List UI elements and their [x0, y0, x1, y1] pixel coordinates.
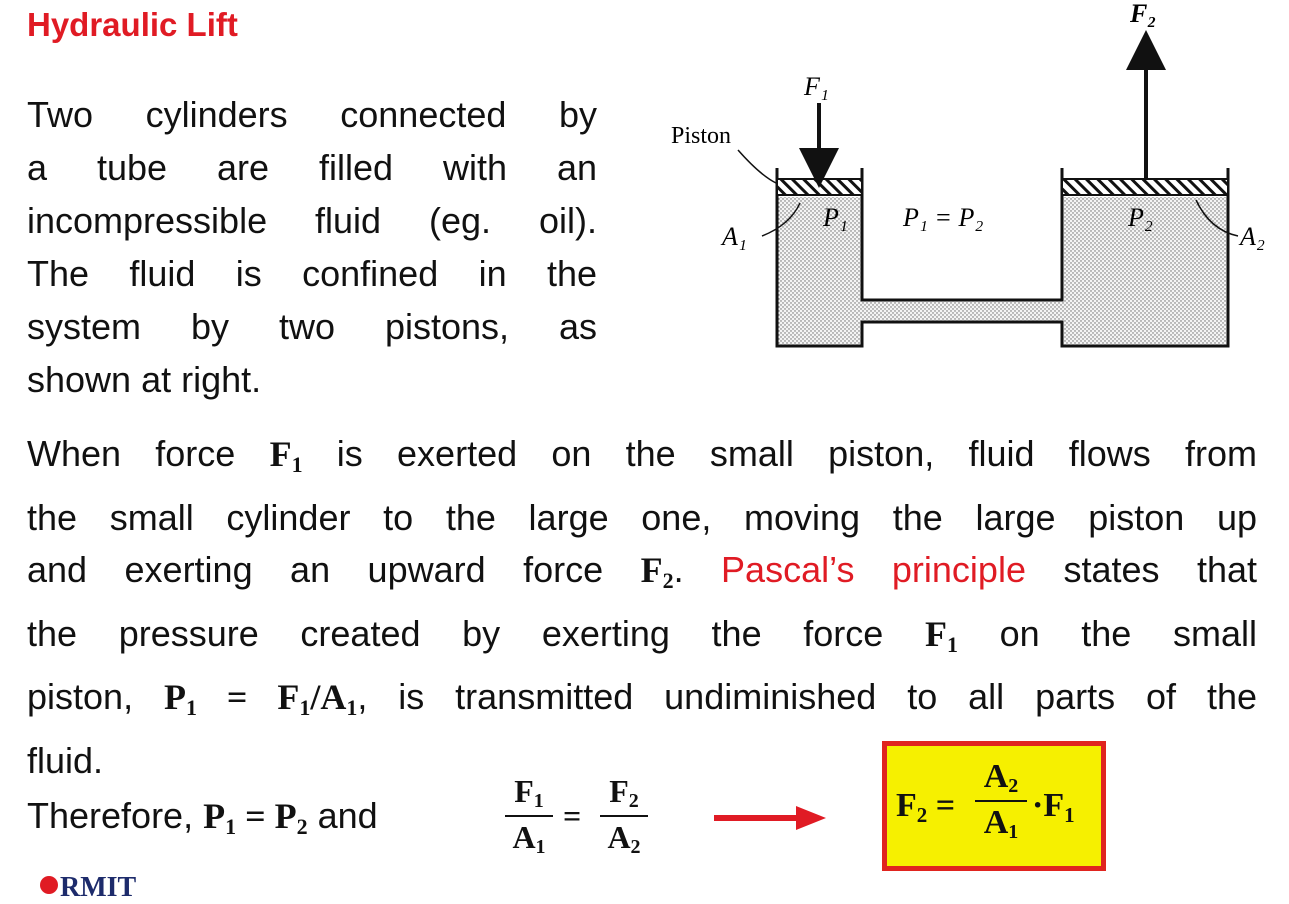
rmit-logo-icon: [40, 876, 58, 894]
ratio-f1-a1: F1 A1: [505, 773, 553, 859]
equals-sign: =: [563, 798, 582, 834]
para-line: and exerting an upward force F2. Pascal’…: [27, 549, 1257, 593]
page-title: Hydraulic Lift: [27, 6, 238, 43]
conclusion-line: Therefore, P1 = P2 and: [27, 795, 378, 839]
result-formula-box: [882, 741, 1106, 871]
label-f1: F₁: [803, 72, 829, 101]
label-pressure-equality: P₁ = P₂: [902, 203, 983, 232]
intro-line: system by two pistons, as: [27, 306, 597, 347]
intro-line: Two cylinders connected by: [27, 94, 597, 135]
hydraulic-lift-diagram: F₂ F₁ Piston A₁ A₂ P₁ P₂ P₁ = P₂: [671, 0, 1265, 348]
vessel-outline: [775, 168, 1230, 348]
rmit-logo: RMIT: [60, 872, 137, 903]
para-line: When force F1 is exerted on the small pi…: [27, 433, 1257, 477]
result-rhs: ·F1: [1032, 787, 1075, 827]
intro-line: incompressible fluid (eg. oil).: [27, 200, 597, 241]
intro-line: a tube are filled with an: [27, 147, 597, 188]
ratio-f2-a2: F2 A2: [600, 773, 648, 859]
red-arrow-icon: [714, 806, 826, 830]
piston-leader: [737, 149, 777, 184]
label-a2: A₂: [1238, 222, 1265, 251]
explanation-paragraph: When force F1 is exerted on the small pi…: [27, 428, 1257, 787]
fluid-body: [777, 197, 1228, 346]
label-p2: P₂: [1127, 203, 1153, 232]
small-piston: [776, 178, 863, 196]
result-lhs: F2 =: [896, 787, 956, 827]
para-line: piston, P1 = F1/A1, is transmitted undim…: [27, 676, 1257, 720]
label-a1: A₁: [720, 222, 747, 251]
label-f2: F₂: [1129, 0, 1156, 28]
para-line: the small cylinder to the large one, mov…: [27, 496, 1257, 538]
a1-leader: [761, 202, 801, 237]
intro-line: The fluid is confined in the: [27, 253, 597, 294]
para-line: fluid.: [27, 739, 104, 781]
pascal-principle-link: Pascal’s principle: [721, 549, 1026, 590]
para-line: the pressure created by exerting the for…: [27, 612, 1257, 657]
intro-text: Two cylinders connected by a tube are fi…: [27, 88, 597, 406]
label-piston: Piston: [671, 123, 731, 149]
intro-line: shown at right.: [27, 359, 262, 400]
label-p1: P₁: [822, 203, 848, 232]
result-ratio-a2-a1: A2 A1: [975, 758, 1027, 844]
a2-leader: [1195, 199, 1239, 237]
large-piston: [1061, 178, 1229, 196]
